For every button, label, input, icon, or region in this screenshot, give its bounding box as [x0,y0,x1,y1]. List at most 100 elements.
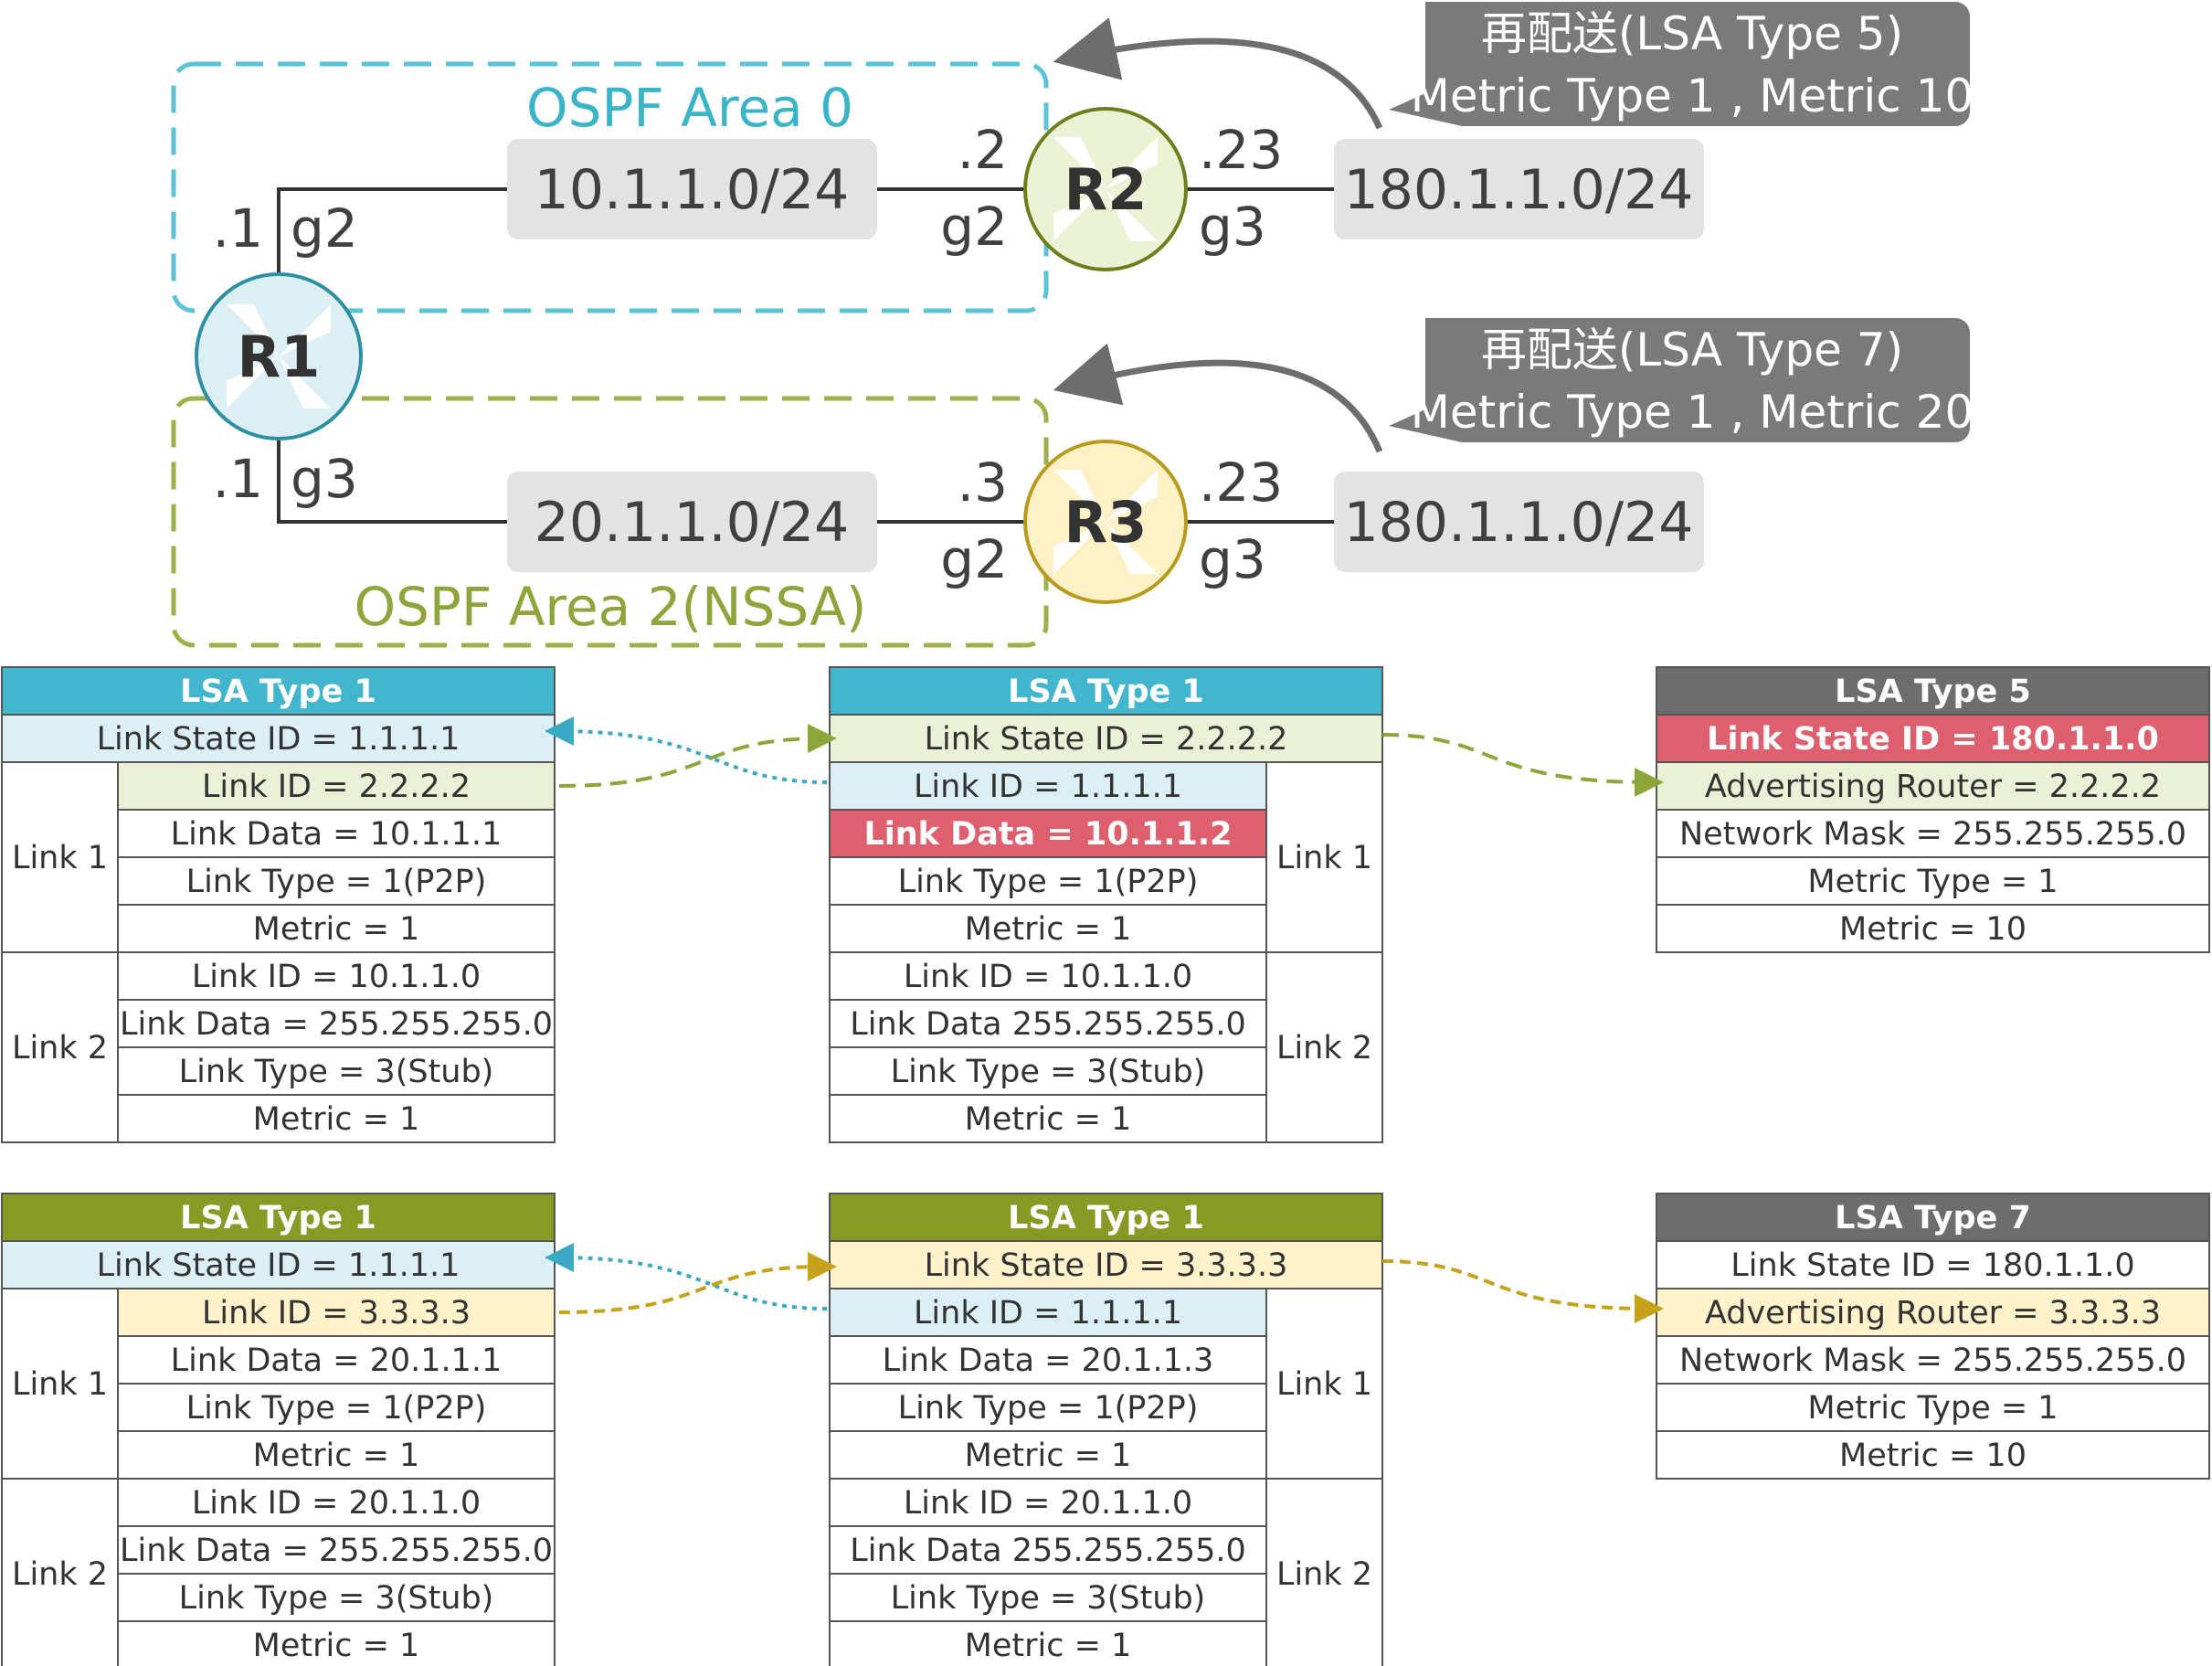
callout-top-line2: Metric Type 1 , Metric 10 [1411,69,1974,122]
lsa-header: LSA Type 1 [180,674,376,710]
lsa-link1-row-cell [117,1430,556,1480]
router-r2: R2 [1023,107,1188,271]
r2-g2-ip: .2 [958,119,1008,181]
lsa-link1-row-cell [117,1383,556,1432]
callout-redistribution-type5: 再配送(LSA Type 5) Metric Type 1 , Metric 1… [1389,2,1974,126]
lsa-link2-row: Link Data 255.255.255.0 [850,1533,1246,1569]
lsa-link1-label: Link 1 [12,1366,108,1403]
lsa-link2-row: Link Type = 3(Stub) [179,1054,494,1090]
lsa-link2-row-cell [117,999,556,1048]
lsa-link1-label: Link 1 [12,840,108,876]
lsa-row: Advertising Router = 2.2.2.2 [1705,769,2161,805]
arrow-redistribute-top [1053,17,1383,130]
lsa-link2-row: Link ID = 10.1.1.0 [904,959,1192,995]
net-box-10 [507,139,877,239]
lsa-link1-row-cell [117,1288,556,1337]
net-label-ext-r3: 180.1.1.0/24 [1344,491,1694,555]
lsa-link2-row-cell [117,1478,556,1527]
lsa-row: Metric = 10 [1839,1438,2027,1474]
lsa-link2-row: Metric = 1 [253,1101,420,1138]
lsa-link2-row: Link Type = 3(Stub) [179,1580,494,1617]
callout-bottom-line1: 再配送(LSA Type 7) [1481,324,1903,377]
lsa-link1-row: Link Type = 1(P2P) [186,1390,487,1427]
lsa-link1-row-cell [117,1335,556,1385]
r2-g3-ip: .23 [1199,119,1283,181]
callout-bottom-line2: Metric Type 1 , Metric 20 [1411,386,1974,439]
lsa-link2-row: Metric = 1 [253,1628,420,1664]
lsa-connectors [545,716,1664,1323]
lsa-link2-row: Metric = 1 [965,1628,1132,1664]
lsa-link2-label-cell [1,951,119,1143]
lsa-header: LSA Type 7 [1835,1200,2031,1236]
lsa-link1-row: Metric = 1 [253,911,420,948]
lsa-link2-label: Link 2 [1276,1030,1372,1066]
area0-label: OSPF Area 0 [526,77,853,139]
lsa-link1-row-cell [829,856,1267,906]
lsa-link1-row: Metric = 1 [965,1438,1132,1474]
lsa-header-cell [829,1193,1383,1242]
router-r3: R3 [1023,440,1188,604]
r1-g2-if: g2 [291,197,358,260]
callout-top-line1: 再配送(LSA Type 5) [1481,7,1903,60]
lsa-link2-row-cell [829,1478,1267,1527]
lsa-link2-row: Link Data = 255.255.255.0 [120,1533,553,1569]
lsa-link2-row-cell [117,1094,556,1143]
net-box-ext-r2 [1334,139,1704,239]
lsa-header-cell [1656,666,2210,716]
lsa-row: Metric = 10 [1839,911,2027,948]
lsa-link2-row-cell [117,1525,556,1575]
lsa-row-cell [1656,904,2210,953]
lsa-link1-row-cell [117,856,556,906]
router-arrows-icon [227,304,331,409]
lsa-link2-label: Link 2 [12,1030,108,1066]
lsa-link1-row: Link Type = 1(P2P) [186,864,487,900]
lsa-row-cell [1656,1335,2210,1385]
lsa-link-state-id: Link State ID = 2.2.2.2 [925,721,1288,758]
lsa-link1-row: Link Type = 1(P2P) [898,864,1199,900]
router-arrows-icon [1053,137,1158,241]
router-r3-label: R3 [1064,489,1148,556]
net-label-20: 20.1.1.0/24 [534,491,850,555]
lsa-link2-row-cell [117,1620,556,1666]
r2-g2-if: g2 [940,196,1008,258]
lsa-row: Link State ID = 180.1.1.0 [1730,1247,2134,1284]
lsa-link2-row: Link ID = 20.1.1.0 [192,1485,481,1522]
router-arrows-icon [1053,470,1158,574]
lsa-header: LSA Type 1 [1008,674,1204,710]
lsa-link1-row: Metric = 1 [253,1438,420,1474]
lsa-link1-row-cell [829,904,1267,953]
router-r1: R1 [195,272,363,440]
lsa-link1-row: Metric = 1 [965,911,1132,948]
lsa-link2-row-cell [117,1573,556,1622]
lsa-link2-label-cell [1,1478,119,1666]
lsa-header-cell [1656,1193,2210,1242]
lsa-header-cell [1,1193,556,1242]
lsa-link1-row-cell [829,1335,1267,1385]
lsa-link1-label: Link 1 [1276,1366,1372,1403]
r3-g2-if: g2 [940,528,1008,590]
lsa-link1-row-cell [829,1430,1267,1480]
lsa-link2-label-cell [1265,951,1383,1143]
lsa-link2-label: Link 2 [12,1556,108,1593]
lsa-link1-row: Link ID = 1.1.1.1 [914,1295,1182,1332]
lsa-link2-row: Link Data 255.255.255.0 [850,1006,1246,1043]
lsa-row: Network Mask = 255.255.255.0 [1679,1342,2186,1379]
lsa-link1-row: Link Data = 10.1.1.1 [171,816,503,853]
net-box-20 [507,472,877,572]
lsa-link2-label-cell [1265,1478,1383,1666]
r1-g3-ip: .1 [213,448,263,510]
lsa-link2-row-cell [829,1620,1267,1666]
lsa-link1-row-cell [829,1383,1267,1432]
lsa-link-state-id: Link State ID = 1.1.1.1 [97,1247,460,1284]
lsa-link1-row: Link Data = 10.1.1.2 [863,816,1232,853]
topology: OSPF Area 0 OSPF Area 2(NSSA) 10.1.1.0/2… [171,2,1974,648]
lsa-link-state-id-cell [829,714,1383,763]
lsa-link-state-id-cell [1,1240,556,1289]
lsa-link2-row-cell [829,1573,1267,1622]
